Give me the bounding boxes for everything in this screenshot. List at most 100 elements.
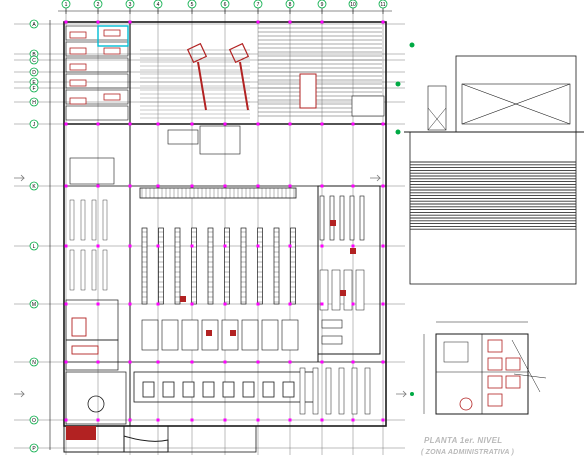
row-axis-label: A xyxy=(32,22,36,28)
row-axis-label: B xyxy=(32,52,36,58)
furniture-elements xyxy=(66,29,356,440)
column-axis-label: 2 xyxy=(97,2,100,8)
column-marker xyxy=(190,418,194,422)
guard-room xyxy=(69,157,115,185)
front-wing xyxy=(167,425,257,453)
column-marker xyxy=(288,302,292,306)
office-room xyxy=(65,57,129,73)
rack-dock-side xyxy=(351,367,358,415)
reception-counter xyxy=(66,426,96,440)
loading-dock-door xyxy=(242,381,255,398)
section-level-marker xyxy=(395,129,401,135)
column-marker xyxy=(128,360,132,364)
inset-office xyxy=(487,393,503,407)
loading-dock-door xyxy=(222,381,235,398)
loading-dock-door xyxy=(282,381,295,398)
row-axis-bubble xyxy=(29,443,39,453)
loading-dock-door xyxy=(142,381,155,398)
row-axis-bubble xyxy=(29,181,39,191)
loading-dock-door xyxy=(262,381,275,398)
row-axis-label: J xyxy=(33,122,36,128)
column-axis-label: 11 xyxy=(380,2,385,8)
column-axis-label: 9 xyxy=(321,2,324,8)
rack-tall xyxy=(240,227,247,305)
row-axis-label: K xyxy=(32,184,36,190)
section-cross xyxy=(461,83,571,125)
rack-left xyxy=(80,199,86,241)
services-room xyxy=(65,371,127,425)
column-marker xyxy=(156,418,160,422)
column-marker xyxy=(223,122,227,126)
column-marker xyxy=(256,360,260,364)
storage-racks xyxy=(69,187,371,415)
column-marker xyxy=(64,418,68,422)
administrative-zone-inset-plan xyxy=(410,321,547,415)
column-marker xyxy=(96,244,100,248)
rack-left xyxy=(102,249,108,291)
rack-dock-side xyxy=(364,367,371,415)
column-marker xyxy=(288,418,292,422)
column-marker xyxy=(156,122,160,126)
locker-room xyxy=(65,299,119,341)
highlighted-office xyxy=(97,25,129,47)
rack-short xyxy=(241,319,259,351)
column-axis-bubble xyxy=(61,0,71,9)
row-axis-label: L xyxy=(33,244,36,250)
row-axis-label: C xyxy=(32,58,36,64)
column-marker xyxy=(381,418,385,422)
column-axis-label: 8 xyxy=(289,2,292,8)
rack-short xyxy=(261,319,279,351)
row-axis-bubble xyxy=(29,357,39,367)
round-table xyxy=(87,395,105,413)
column-marker xyxy=(256,302,260,306)
office-room xyxy=(65,41,129,57)
rack-right-room xyxy=(349,195,355,241)
column-marker xyxy=(64,360,68,364)
column-marker xyxy=(351,360,355,364)
column-axis-bubble xyxy=(317,0,327,9)
rack-left xyxy=(102,199,108,241)
section-void xyxy=(461,83,571,125)
lavatory xyxy=(71,345,99,355)
inset-office xyxy=(487,357,503,371)
section-cut-arrow xyxy=(14,390,25,398)
row-axis-label: M xyxy=(32,302,36,308)
inset-office xyxy=(487,339,503,353)
column-markers xyxy=(14,20,407,422)
section-stair xyxy=(427,107,447,131)
column-marker xyxy=(351,302,355,306)
equipment-item xyxy=(330,220,336,226)
entrance-canopy xyxy=(123,435,169,453)
inset-office xyxy=(505,357,521,371)
column-axis-label: 6 xyxy=(224,2,227,8)
rack-short xyxy=(181,319,199,351)
rack-dock-side xyxy=(325,367,332,415)
toilet-room xyxy=(65,339,119,371)
column-marker xyxy=(64,20,68,24)
office-room xyxy=(65,73,129,89)
truck-bay xyxy=(167,129,199,145)
column-marker xyxy=(256,122,260,126)
column-axis-label: 4 xyxy=(157,2,160,8)
column-marker xyxy=(64,122,68,126)
row-axis-label: O xyxy=(32,418,36,424)
mezzanine-equipment xyxy=(299,73,317,109)
machine-unit xyxy=(228,42,250,64)
column-marker xyxy=(223,360,227,364)
column-marker xyxy=(128,122,132,126)
column-marker xyxy=(256,184,260,188)
office-desk xyxy=(321,319,343,329)
column-axis-label: 3 xyxy=(129,2,132,8)
column-marker xyxy=(96,20,100,24)
row-axis-label: N xyxy=(32,360,36,366)
row-axis-bubble xyxy=(29,83,39,93)
column-marker xyxy=(256,20,260,24)
loading-dock-door xyxy=(182,381,195,398)
section-cut-arrow xyxy=(370,174,381,182)
column-marker xyxy=(96,122,100,126)
rack-tall xyxy=(224,227,230,305)
column-marker xyxy=(320,244,324,248)
column-marker xyxy=(351,244,355,248)
column-marker xyxy=(156,244,160,248)
